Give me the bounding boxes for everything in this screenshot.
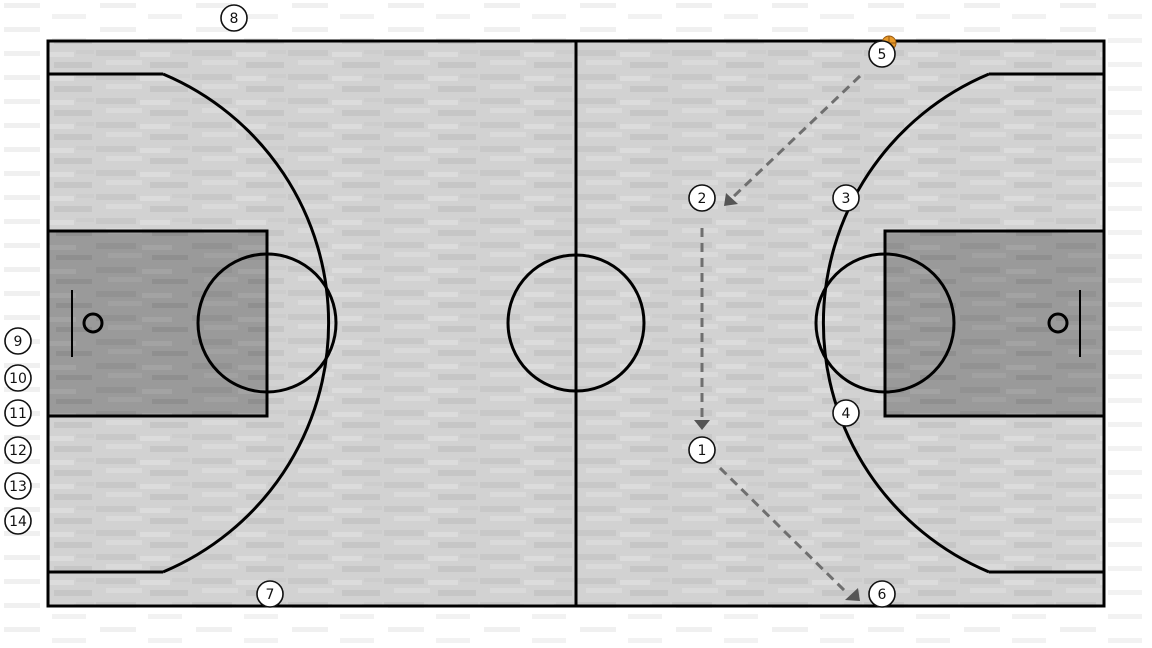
player-number: 2 <box>698 191 707 207</box>
player-circle <box>4 399 32 427</box>
player-marker-5[interactable]: 5 <box>868 40 896 68</box>
player-number: 10 <box>9 371 27 387</box>
court <box>46 39 1106 608</box>
player-number: 9 <box>14 334 23 350</box>
left-paint <box>46 229 269 418</box>
right-three-point-line <box>821 72 1104 574</box>
player-circle <box>832 184 860 212</box>
player-number: 4 <box>842 406 851 422</box>
player-number: 14 <box>9 514 27 530</box>
player-marker-7[interactable]: 7 <box>256 580 284 608</box>
player-marker-2[interactable]: 2 <box>688 184 716 212</box>
player-circle <box>220 4 248 32</box>
player-circle <box>4 364 32 392</box>
player-number: 3 <box>842 191 851 207</box>
right-free-throw-circle <box>814 252 956 394</box>
right-paint <box>883 229 1106 418</box>
player-circle <box>256 580 284 608</box>
player-circle <box>688 436 716 464</box>
player-number: 11 <box>9 406 27 422</box>
player-circle <box>868 580 896 608</box>
player-marker-10[interactable]: 10 <box>4 364 32 392</box>
player-marker-9[interactable]: 9 <box>4 327 32 355</box>
player-number: 13 <box>9 479 27 495</box>
center-circle <box>506 253 646 393</box>
player-marker-12[interactable]: 12 <box>4 436 32 464</box>
player-marker-6[interactable]: 6 <box>868 580 896 608</box>
player-number: 5 <box>878 47 887 63</box>
player-number: 8 <box>230 11 239 27</box>
player-marker-13[interactable]: 13 <box>4 472 32 500</box>
arrowheads <box>694 193 860 601</box>
arrowhead-at-2 <box>724 193 738 206</box>
player-circle <box>4 472 32 500</box>
player-marker-1[interactable]: 1 <box>688 436 716 464</box>
player-marker-8[interactable]: 8 <box>220 4 248 32</box>
player-number: 12 <box>9 443 27 459</box>
player-number: 1 <box>698 443 707 459</box>
player-circle <box>4 507 32 535</box>
player-marker-11[interactable]: 11 <box>4 399 32 427</box>
player-circle <box>4 327 32 355</box>
player-marker-4[interactable]: 4 <box>832 399 860 427</box>
player-marker-3[interactable]: 3 <box>832 184 860 212</box>
player-circle <box>4 436 32 464</box>
player-marker-14[interactable]: 14 <box>4 507 32 535</box>
arrowhead-at-1 <box>694 420 710 430</box>
left-rim <box>82 312 104 334</box>
left-free-throw-circle <box>196 252 338 394</box>
player-circle <box>832 399 860 427</box>
movement-arrows <box>700 74 862 596</box>
player-number: 7 <box>266 587 275 603</box>
left-three-point-line <box>48 72 331 574</box>
player-circle <box>688 184 716 212</box>
arrowhead-at-6 <box>845 588 860 601</box>
player-circle <box>868 40 896 68</box>
player-number: 6 <box>878 587 887 603</box>
right-rim <box>1047 312 1069 334</box>
